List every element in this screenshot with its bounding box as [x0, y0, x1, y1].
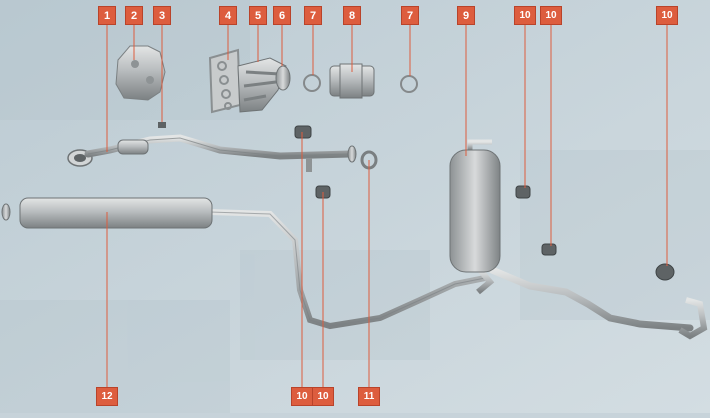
manifold-flange	[275, 65, 291, 91]
rubber-mount-d	[541, 243, 557, 256]
callout-1: 1	[98, 6, 116, 25]
callout-6: 6	[273, 6, 291, 25]
callout-3: 3	[153, 6, 171, 25]
callout-10-e: 10	[312, 387, 334, 406]
callout-9: 9	[457, 6, 475, 25]
callout-7-left: 7	[304, 6, 322, 25]
exhaust-manifold	[237, 57, 287, 113]
callout-4: 4	[219, 6, 237, 25]
rubber-mount-c	[515, 185, 531, 199]
middle-muffler-pipe	[1, 197, 488, 330]
bolt	[158, 122, 166, 128]
manifold-gasket	[208, 48, 242, 114]
callout-12: 12	[96, 387, 118, 406]
sealing-ring-left	[303, 74, 321, 92]
callout-8: 8	[343, 6, 361, 25]
callout-10-c: 10	[656, 6, 678, 25]
rear-muffler	[449, 139, 708, 340]
callout-10-b: 10	[540, 6, 562, 25]
heat-shield	[115, 45, 166, 101]
rubber-mount-a	[294, 125, 312, 139]
rubber-mounts	[294, 125, 675, 281]
front-exhaust-pipe	[67, 134, 357, 172]
rubber-mount-e	[655, 263, 675, 281]
callout-2: 2	[125, 6, 143, 25]
catalytic-converter	[329, 63, 375, 99]
callout-5: 5	[249, 6, 267, 25]
leader-lines	[106, 24, 668, 388]
callout-11: 11	[358, 387, 380, 406]
sealing-ring-right	[400, 75, 418, 93]
callout-10-d: 10	[291, 387, 313, 406]
callout-10-a: 10	[514, 6, 536, 25]
callout-7-right: 7	[401, 6, 419, 25]
